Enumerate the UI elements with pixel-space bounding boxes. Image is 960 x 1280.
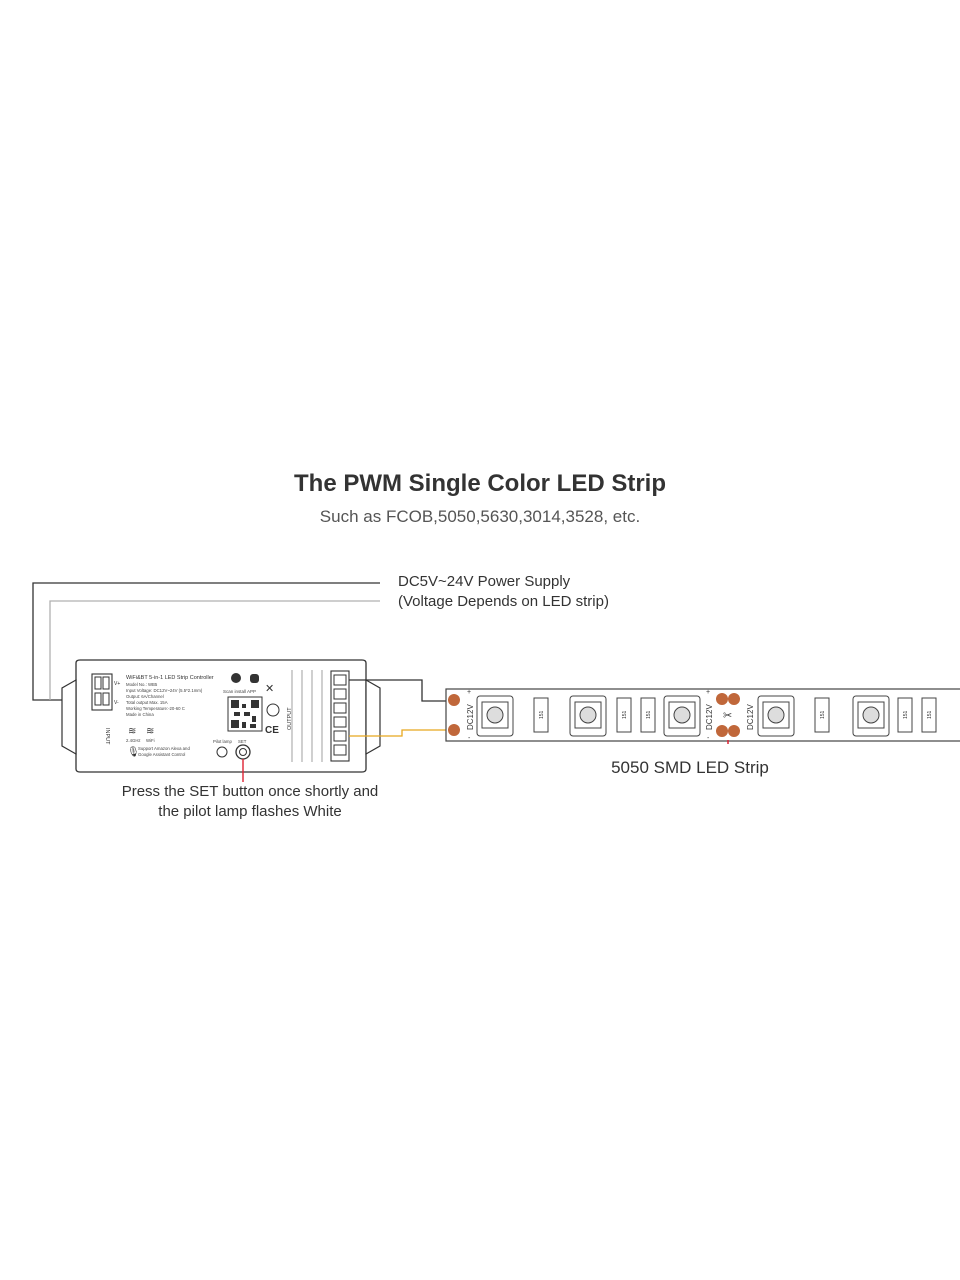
led-chip xyxy=(663,695,701,737)
controller-name: WiFi&BT 5-in-1 LED Strip Controller xyxy=(126,675,214,681)
wifi-label: WiFi xyxy=(146,738,155,743)
android-icon xyxy=(250,674,259,683)
strip-plus-label: + xyxy=(706,689,710,696)
controller-made-in: Made in China xyxy=(126,712,154,717)
wifi-24-label: 2.4GHz xyxy=(126,738,141,743)
strip-voltage-label: DC12V xyxy=(746,704,755,730)
wifi-24-icon: ≋ xyxy=(128,726,136,737)
scan-app-label: Scan install APP xyxy=(223,689,256,694)
ce-mark: CE xyxy=(265,725,279,736)
strip-plus-label: + xyxy=(467,689,471,696)
controller-input-voltage: Input Voltage: DC12V~24V (5.5*2.1mm) xyxy=(126,688,203,693)
power-supply-note: (Voltage Depends on LED strip) xyxy=(398,593,609,610)
svg-text:151: 151 xyxy=(820,710,826,719)
resistor: 151 xyxy=(921,697,937,733)
voice-control-line1: Support Amazon Alexa and xyxy=(138,746,190,751)
wire-positive xyxy=(32,582,380,701)
set-instruction-line2: the pilot lamp flashes White xyxy=(158,803,342,820)
led-chip xyxy=(476,695,514,737)
pad-negative xyxy=(448,724,460,736)
svg-text:151: 151 xyxy=(903,710,909,719)
resistor: 151 xyxy=(897,697,913,733)
pilot-lamp-label: Pilot lamp xyxy=(213,739,232,744)
strip-minus-label: - xyxy=(468,735,471,742)
controller-total-output: Total output Max. 15A xyxy=(126,700,168,705)
led-chip xyxy=(852,695,890,737)
wire-negative xyxy=(49,600,380,700)
led-strip-label: 5050 SMD LED Strip xyxy=(611,758,769,777)
wifi-icon: ≋ xyxy=(146,726,154,737)
controller-working-temp: Working Temperature:-20-60 C xyxy=(126,706,185,711)
controller-device: ✕ ≋ ≋ 🎙 WiFi&BT 5-in-1 LED Strip Control… xyxy=(61,659,381,782)
apple-icon xyxy=(231,673,241,683)
voice-control-line2: Google Assistant Control xyxy=(138,752,185,757)
resistor: 151 xyxy=(533,697,549,733)
led-strip: ✂ DC12V DC12V DC12V + - + - xyxy=(445,688,960,744)
page-subtitle: Such as FCOB,5050,5630,3014,3528, etc. xyxy=(319,507,641,526)
input-label: INPUT xyxy=(104,728,110,745)
v-minus-label: V- xyxy=(114,700,119,706)
resistor: 151 xyxy=(616,697,632,733)
set-instruction-line1: Press the SET button once shortly and xyxy=(121,783,379,800)
svg-text:151: 151 xyxy=(539,710,545,719)
output-label: OUTPUT xyxy=(287,707,293,730)
strip-voltage-label: DC12V xyxy=(466,704,475,730)
scissors-icon: ✂ xyxy=(723,710,732,722)
svg-text:151: 151 xyxy=(622,710,628,719)
page-title: The PWM Single Color LED Strip xyxy=(294,470,666,497)
wire-output-dark xyxy=(349,679,450,702)
pad-positive xyxy=(448,694,460,706)
led-chip xyxy=(757,695,795,737)
pilot-lamp-indicator xyxy=(216,746,228,758)
strip-minus-label: - xyxy=(707,735,710,742)
wire-output-yellow xyxy=(349,729,450,737)
microphone-icon: 🎙 xyxy=(127,746,140,758)
resistor: 151 xyxy=(640,697,656,733)
led-chip xyxy=(569,695,607,737)
svg-text:151: 151 xyxy=(646,710,652,719)
strip-voltage-label: DC12V xyxy=(705,704,714,730)
set-label: SET xyxy=(238,739,247,744)
v-plus-label: V+ xyxy=(114,681,120,687)
controller-output: Output: 6A/Channel xyxy=(126,694,164,699)
svg-text:151: 151 xyxy=(927,710,933,719)
temperature-icon xyxy=(266,703,280,717)
resistor: 151 xyxy=(814,697,830,733)
controller-model: Model No.: WB5 xyxy=(126,682,158,687)
bluetooth-icon: ✕ xyxy=(265,683,274,695)
power-supply-label: DC5V~24V Power Supply xyxy=(398,573,571,590)
